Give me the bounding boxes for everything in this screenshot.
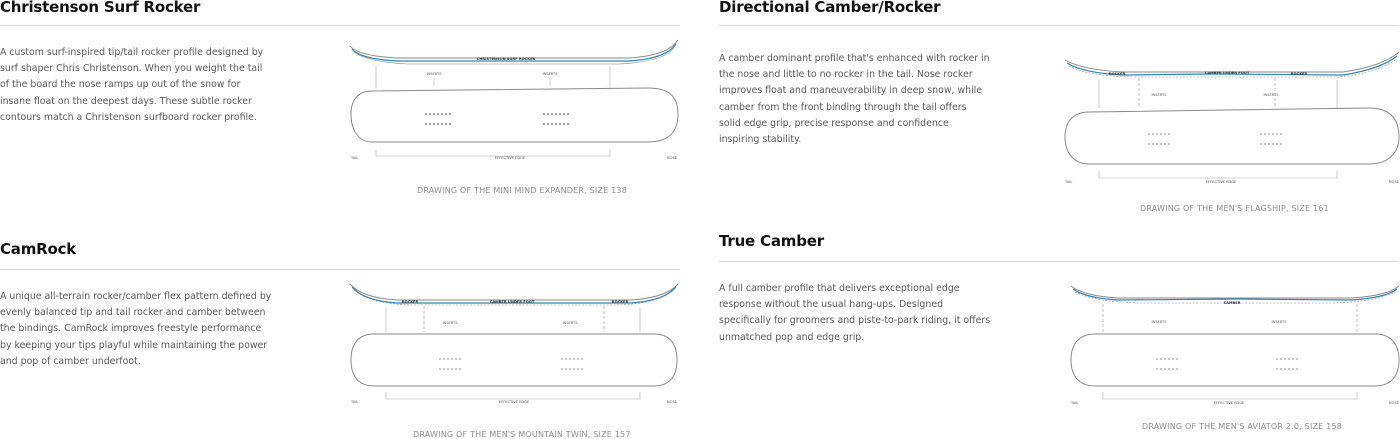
profile-base-line: [353, 47, 675, 65]
tail-label: TAIL: [350, 156, 358, 160]
board-drawing: CHRISTENSON SURF ROCKER INSERTS INSERTS …: [349, 39, 679, 160]
section-divider: [719, 25, 1399, 26]
section-title: CamRock: [0, 240, 77, 258]
profile-base-dashed: [353, 289, 675, 306]
profile-section-christenson-surf-rocker: Christenson Surf Rocker A custom surf-in…: [0, 0, 680, 200]
effective-edge-label: EFFECTIVE EDGE: [499, 400, 530, 404]
profile-base-blue: [1066, 55, 1398, 76]
camber-under-foot-label: CAMBER UNDER FOOT: [1205, 71, 1250, 75]
inserts-label: INSERTS: [1151, 320, 1167, 324]
section-divider: [0, 25, 680, 26]
profile-section-true-camber: True Camber A full camber profile that d…: [719, 232, 1400, 439]
nose-label: NOSE: [1389, 401, 1400, 405]
drawing-caption: DRAWING OF THE MINI MIND EXPANDER, SIZE …: [417, 186, 628, 195]
tail-label: TAIL: [1064, 180, 1072, 184]
section-title: Directional Camber/Rocker: [719, 0, 941, 16]
inserts-label: INSERTS: [1271, 320, 1287, 324]
rocker-label: ROCKER: [1291, 72, 1308, 76]
section-description: A camber dominant profile that's enhance…: [719, 53, 990, 146]
board-drawing: ROCKER CAMBER UNDER FOOT ROCKER INSERTS …: [349, 283, 679, 404]
board-outline: [1064, 107, 1400, 165]
board-drawing: CAMBER INSERTS INSERTS TAIL EFFECTIVE ED…: [1070, 285, 1400, 405]
section-description: A unique all-terrain rocker/camber flex …: [0, 291, 272, 367]
drawing-caption: DRAWING OF THE MEN'S FLAGSHIP, SIZE 161: [1140, 204, 1329, 213]
inserts-label: INSERTS: [442, 321, 458, 325]
section-description: A full camber profile that delivers exce…: [719, 283, 991, 343]
profile-base-blue: [351, 286, 677, 304]
inserts-label: INSERTS: [542, 72, 558, 76]
profile-section-camrock: CamRock A unique all-terrain rocker/camb…: [0, 240, 680, 439]
profile-base-blue: [351, 43, 677, 62]
drawing-caption: DRAWING OF THE MEN'S AVIATOR 2.0, SIZE 1…: [1142, 422, 1343, 431]
board-outline: [350, 333, 678, 387]
rocker-label: ROCKER: [1109, 72, 1126, 76]
effective-edge-label: EFFECTIVE EDGE: [1206, 180, 1237, 184]
effective-edge-label: EFFECTIVE EDGE: [1214, 401, 1245, 405]
section-title: Christenson Surf Rocker: [0, 0, 201, 16]
section-divider: [0, 269, 680, 270]
profile-outline: [349, 39, 679, 59]
section-description: A custom surf-inspired tip/tail rocker p…: [0, 47, 264, 123]
section-title: True Camber: [719, 232, 824, 250]
tail-label: TAIL: [1070, 401, 1078, 405]
effective-edge-label: EFFECTIVE EDGE: [495, 156, 526, 160]
inserts-label: INSERTS: [1263, 93, 1279, 97]
tail-label: TAIL: [350, 400, 358, 404]
rocker-label: ROCKER: [402, 300, 419, 304]
drawing-caption: DRAWING OF THE MEN'S MOUNTAIN TWIN, SIZE…: [413, 430, 631, 439]
profile-outline: [1064, 51, 1400, 73]
inserts-label: INSERTS: [426, 72, 442, 76]
section-divider: [719, 261, 1399, 262]
profile-label: CHRISTENSON SURF ROCKER: [477, 57, 536, 61]
camber-under-foot-label: CAMBER UNDER FOOT: [490, 300, 535, 304]
profile-section-directional-camber-rocker: Directional Camber/Rocker A camber domin…: [719, 0, 1400, 220]
board-drawing: ROCKER CAMBER UNDER FOOT ROCKER INSERTS …: [1064, 51, 1400, 184]
profile-base-blue: [1072, 288, 1398, 301]
nose-label: NOSE: [1389, 180, 1400, 184]
camber-label: CAMBER: [1224, 301, 1241, 305]
profile-base-dashed: [1074, 291, 1396, 304]
nose-label: NOSE: [667, 400, 678, 404]
board-outline: [350, 87, 679, 143]
inserts-label: INSERTS: [1151, 93, 1167, 97]
profile-outline: [349, 283, 679, 301]
profile-base-dashed: [1068, 59, 1396, 78]
nose-label: NOSE: [667, 156, 678, 160]
inserts-label: INSERTS: [562, 321, 578, 325]
board-outline: [1070, 333, 1400, 387]
rocker-label: ROCKER: [612, 300, 629, 304]
profile-outline: [1070, 285, 1400, 299]
